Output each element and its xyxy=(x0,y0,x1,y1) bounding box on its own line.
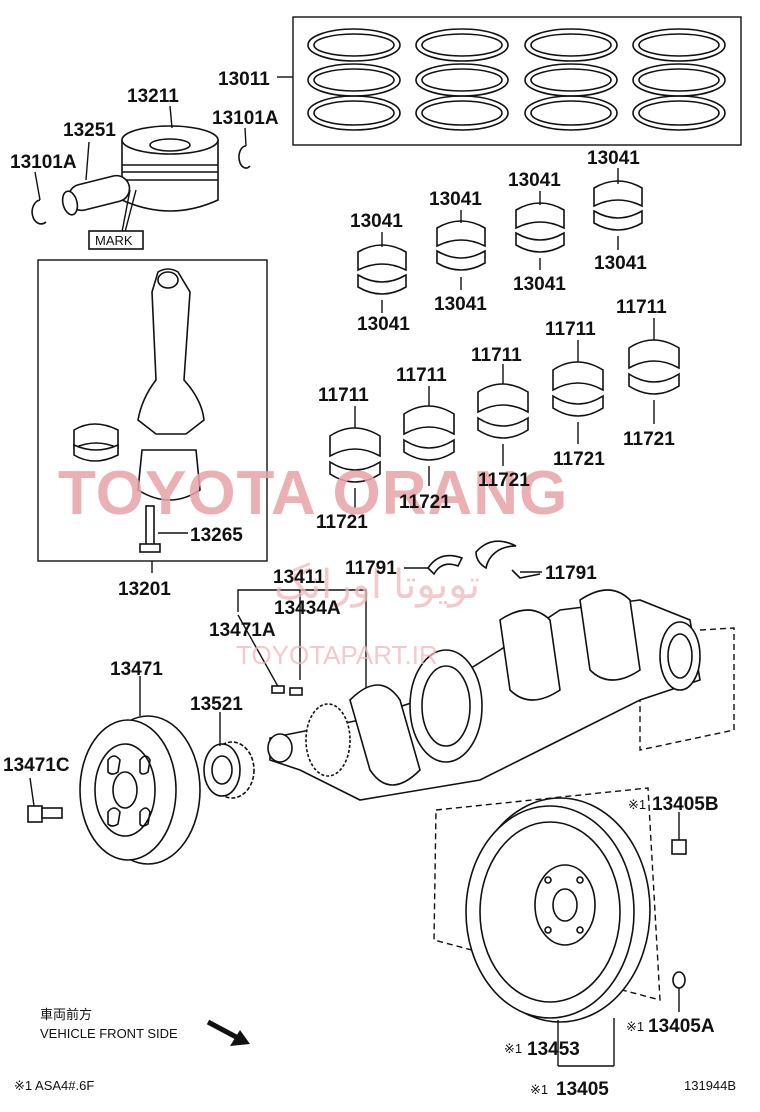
label-mark: MARK xyxy=(95,233,133,248)
label-pulley-key: 13471A xyxy=(209,620,276,641)
watermark-url: TOYOTAPART.IR xyxy=(236,640,438,670)
mark-x1-c: ※1 xyxy=(504,1041,522,1056)
label-flywheel: 13405 xyxy=(556,1079,609,1100)
label-ring-gear: 13453 xyxy=(527,1039,580,1060)
label-main-lower-5: 11721 xyxy=(623,429,675,450)
watermark-persian: تویوتا اورانگ xyxy=(274,562,480,608)
label-main-upper-5: 11711 xyxy=(616,297,667,318)
piston-rings-box xyxy=(277,16,742,146)
label-crankshaft: 13411 xyxy=(273,567,325,588)
timing-gear xyxy=(203,712,255,799)
pulley-bolt xyxy=(27,777,63,823)
label-rod-bearing-7: 13041 xyxy=(587,148,640,169)
label-thrust-washer-1: 11791 xyxy=(345,558,397,579)
piston-group xyxy=(31,105,251,250)
label-rod-bolt: 13265 xyxy=(190,525,243,546)
crank-pulley xyxy=(79,676,201,865)
label-pin: 13251 xyxy=(63,120,116,141)
label-rod-bearing-3: 13041 xyxy=(429,189,482,210)
label-rod-bearing-1: 13041 xyxy=(350,211,403,232)
label-rod-bearing-5: 13041 xyxy=(508,170,561,191)
label-pulley-bolt: 13471C xyxy=(3,755,70,776)
label-flywheel-plate: 13405A xyxy=(648,1016,715,1037)
footnote: ※1 ASA4#.6F xyxy=(14,1078,94,1093)
watermark-main: TOYOTA ORANG xyxy=(58,459,568,528)
label-flywheel-bolt: 13405B xyxy=(652,794,719,815)
label-main-upper-3: 11711 xyxy=(471,345,522,366)
rod-bearings xyxy=(357,180,643,295)
label-rod-bearing-4: 13041 xyxy=(434,294,487,315)
label-timing-gear: 13521 xyxy=(190,694,243,715)
label-thrust-washer-2: 11791 xyxy=(545,563,597,584)
label-rod-bearing-2: 13041 xyxy=(357,314,410,335)
connecting-rod-box xyxy=(37,259,268,573)
label-main-lower-4: 11721 xyxy=(553,449,605,470)
front-arrow-icon xyxy=(206,1019,250,1046)
label-main-lower-2: 11721 xyxy=(399,492,451,513)
label-piston: 13211 xyxy=(127,86,179,107)
mark-box xyxy=(88,230,144,250)
label-main-upper-1: 11711 xyxy=(318,385,369,406)
label-pulley: 13471 xyxy=(110,659,163,680)
label-main-lower-3: 11721 xyxy=(478,470,530,491)
label-main-lower-1: 11721 xyxy=(316,512,368,533)
main-bearings xyxy=(329,339,680,483)
thrust-washers xyxy=(404,540,542,579)
front-side-en: VEHICLE FRONT SIDE xyxy=(40,1026,178,1041)
mark-x1-b: ※1 xyxy=(626,1019,644,1034)
label-key: 13434A xyxy=(274,598,341,619)
diagram-code: 131944B xyxy=(684,1078,736,1093)
label-main-upper-4: 11711 xyxy=(545,319,596,340)
mark-x1-d: ※1 xyxy=(530,1082,548,1097)
label-rod-assy: 13201 xyxy=(118,579,171,600)
mark-x1-a: ※1 xyxy=(628,797,646,812)
front-side-jp: 車両前方 xyxy=(40,1007,92,1022)
label-rings: 13011 xyxy=(218,69,270,90)
label-snap-ring-right: 13101A xyxy=(212,108,279,129)
label-rod-bearing-6: 13041 xyxy=(513,274,566,295)
flywheel xyxy=(433,787,687,1067)
label-main-upper-2: 11711 xyxy=(396,365,447,386)
label-snap-ring-left: 13101A xyxy=(10,152,77,173)
crankshaft xyxy=(237,589,735,801)
label-rod-bearing-8: 13041 xyxy=(594,253,647,274)
